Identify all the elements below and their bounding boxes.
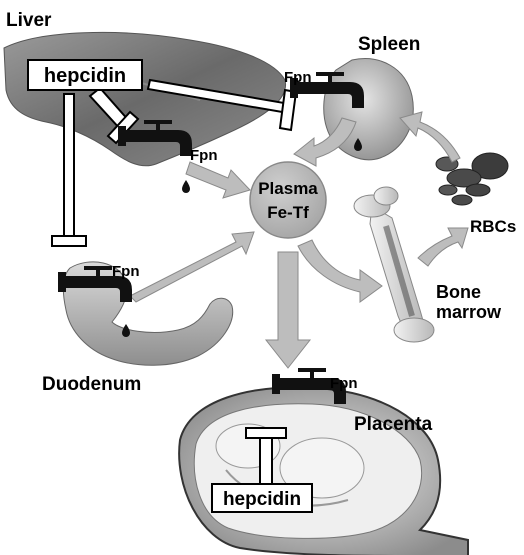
fpn-spleen-label: Fpn	[284, 69, 312, 86]
flow-arrow-icon	[298, 240, 382, 302]
placenta-label: Placenta	[354, 414, 433, 435]
hepcidin-placenta-box: hepcidin	[212, 484, 312, 512]
flow-arrow-icon	[400, 112, 460, 162]
hepcidin-placenta-label: hepcidin	[223, 489, 301, 510]
placenta-illustration	[179, 387, 468, 555]
flow-arrow-icon	[266, 252, 310, 368]
hepcidin-liver-label: hepcidin	[44, 65, 126, 87]
flow-arrow-icon	[186, 162, 250, 198]
fpn-placenta-label: Fpn	[330, 375, 358, 392]
duodenum-label: Duodenum	[42, 374, 141, 395]
plasma-label: Plasma	[258, 179, 318, 198]
flow-arrow-icon	[130, 232, 254, 302]
bone-label: Bone	[436, 282, 481, 302]
fpn-liver-label: Fpn	[190, 147, 218, 164]
hepcidin-liver-box: hepcidin	[28, 60, 142, 90]
fe-tf-label: Fe-Tf	[267, 203, 309, 222]
liver-label: Liver	[6, 10, 52, 31]
bone-illustration	[354, 187, 434, 342]
spleen-label: Spleen	[358, 34, 420, 55]
plasma-fe-tf-pool: Plasma Fe-Tf	[250, 162, 326, 238]
marrow-label: marrow	[436, 302, 502, 322]
rbcs-label: RBCs	[470, 217, 516, 236]
flow-arrow-icon	[418, 228, 468, 266]
rbc-cluster	[436, 153, 508, 205]
fpn-duodenum-label: Fpn	[112, 263, 140, 280]
